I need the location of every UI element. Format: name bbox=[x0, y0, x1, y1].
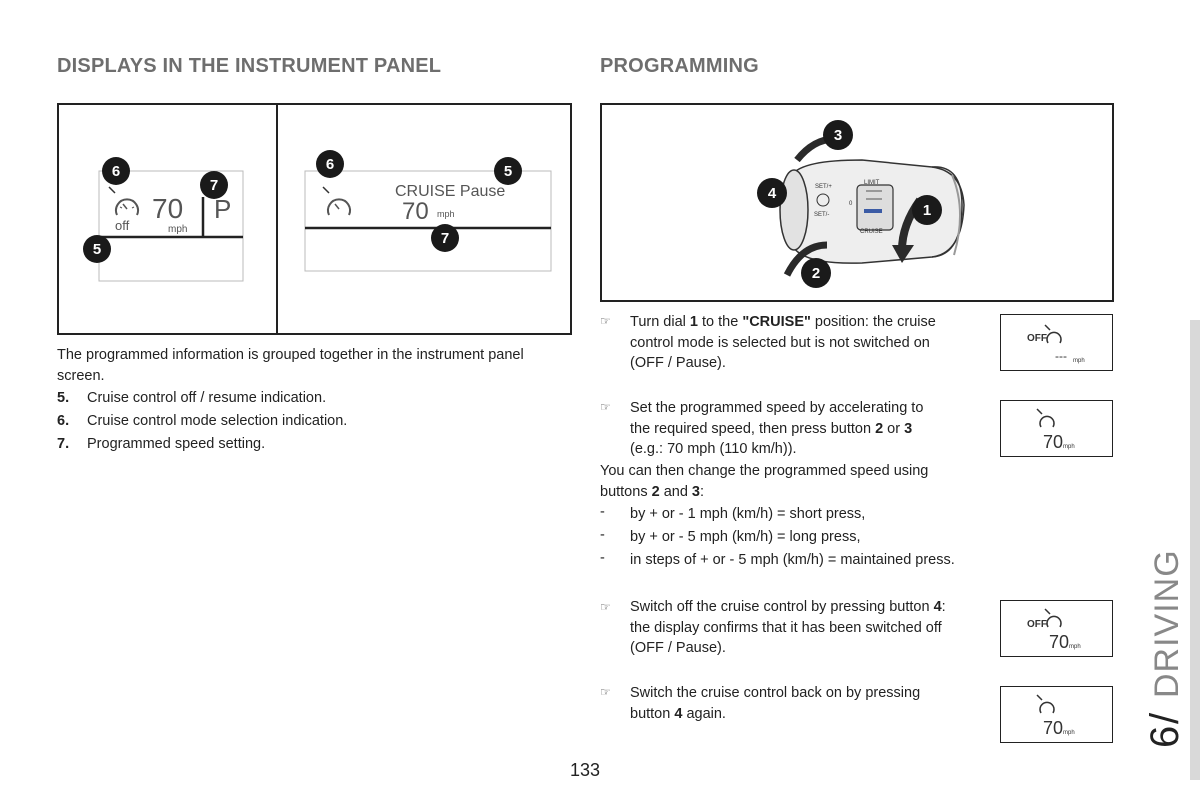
speed-value: 70 bbox=[402, 198, 429, 225]
lcd-display-70-resumed: 70 mph bbox=[1000, 686, 1113, 743]
section-label: 6 / DRIVING bbox=[1143, 550, 1187, 748]
dash-marker: - bbox=[600, 504, 605, 520]
svg-text:70: 70 bbox=[1049, 632, 1069, 652]
step-1-text: Turn dial 1 to the "CRUISE" position: th… bbox=[630, 314, 936, 371]
section-number: 6 bbox=[1143, 726, 1187, 748]
badge-7-a: 7 bbox=[200, 171, 228, 199]
svg-text:OFF: OFF bbox=[1027, 333, 1047, 344]
svg-text:6: 6 bbox=[112, 163, 120, 180]
svg-text:5: 5 bbox=[93, 241, 101, 258]
cruise-stalk-illustration: SET/+ SET/- LIMIT CRUISE 0 3 4 1 2 bbox=[757, 120, 965, 288]
pointing-hand-icon: ☞ bbox=[600, 400, 611, 414]
speedometer-icon bbox=[115, 198, 139, 216]
badge-6-a: 6 bbox=[102, 157, 130, 185]
svg-text:mph: mph bbox=[1069, 644, 1081, 650]
pointing-hand-icon: ☞ bbox=[600, 685, 611, 699]
svg-text:3: 3 bbox=[834, 127, 842, 144]
svg-text:---: --- bbox=[1055, 349, 1067, 363]
svg-text:2: 2 bbox=[812, 265, 820, 282]
dash-marker: - bbox=[600, 527, 605, 543]
cruise-label: CRUISE bbox=[860, 229, 883, 235]
badge-1: 1 bbox=[912, 195, 942, 225]
badge-5-a: 5 bbox=[83, 235, 111, 263]
speed-value: 70 bbox=[152, 193, 183, 224]
svg-text:7: 7 bbox=[210, 177, 218, 194]
step-3-text: Switch off the cruise control by pressin… bbox=[630, 599, 946, 656]
off-label: off bbox=[115, 218, 130, 233]
svg-text:6: 6 bbox=[326, 156, 334, 173]
zero-label: 0 bbox=[849, 201, 853, 207]
badge-5-b: 5 bbox=[494, 157, 522, 185]
svg-text:7: 7 bbox=[441, 230, 449, 247]
page-number: 133 bbox=[570, 760, 601, 780]
list-item: 6.Cruise control mode selection indicati… bbox=[57, 413, 348, 429]
svg-text:OFF: OFF bbox=[1027, 619, 1047, 630]
limit-label: LIMIT bbox=[864, 180, 880, 186]
svg-text:1: 1 bbox=[923, 202, 931, 219]
section-slash: / bbox=[1143, 712, 1187, 724]
section-edge-tab bbox=[1190, 320, 1200, 780]
dash-item: by + or - 5 mph (km/h) = long press, bbox=[630, 529, 861, 545]
change-speed-paragraph: You can then change the programmed speed… bbox=[600, 463, 929, 500]
list-item: 5.Cruise control off / resume indication… bbox=[57, 390, 327, 406]
svg-text:mph: mph bbox=[1073, 358, 1085, 364]
svg-text:5: 5 bbox=[504, 163, 512, 180]
step-2-text: Set the programmed speed by accelerating… bbox=[630, 400, 924, 457]
svg-text:70: 70 bbox=[1043, 718, 1063, 738]
set-plus-label: SET/+ bbox=[815, 184, 832, 190]
speedometer-icon bbox=[327, 198, 351, 216]
gear-indicator: P bbox=[214, 194, 231, 224]
dash-marker: - bbox=[600, 550, 605, 566]
pointing-hand-icon: ☞ bbox=[600, 600, 611, 614]
badge-7-b: 7 bbox=[431, 224, 459, 252]
dash-item: in steps of + or - 5 mph (km/h) = mainta… bbox=[630, 552, 955, 568]
cruise-status: CRUISE Pause bbox=[395, 183, 505, 200]
pointing-hand-icon: ☞ bbox=[600, 314, 611, 328]
lcd-illustration: 70 mph bbox=[1036, 694, 1075, 738]
svg-text:70: 70 bbox=[1043, 432, 1063, 452]
instrument-panel-figure: off 70 mph P 6 7 5 CRUISE Pause 70 mph 6… bbox=[57, 103, 572, 335]
lcd-illustration: 70 mph bbox=[1036, 408, 1075, 452]
instrument-panel-illustration: off 70 mph P 6 7 5 CRUISE Pause 70 mph 6… bbox=[83, 105, 552, 333]
intro-paragraph: The programmed information is grouped to… bbox=[57, 347, 524, 384]
right-heading: PROGRAMMING bbox=[600, 55, 759, 77]
lcd-display-off-pause: OFF --- mph bbox=[1000, 314, 1113, 371]
left-heading: DISPLAYS IN THE INSTRUMENT PANEL bbox=[57, 55, 442, 77]
badge-4: 4 bbox=[757, 178, 787, 208]
set-minus-label: SET/- bbox=[814, 212, 829, 218]
svg-text:mph: mph bbox=[1063, 444, 1075, 450]
step-4-text: Switch the cruise control back on by pre… bbox=[630, 685, 921, 722]
lcd-display-70-active: 70 mph bbox=[1000, 400, 1113, 457]
lcd-illustration: OFF 70 mph bbox=[1027, 608, 1081, 652]
svg-text:mph: mph bbox=[1063, 730, 1075, 736]
section-title: DRIVING bbox=[1148, 550, 1186, 698]
lcd-illustration: OFF --- mph bbox=[1027, 324, 1085, 364]
badge-3: 3 bbox=[823, 120, 853, 150]
badge-6-b: 6 bbox=[316, 150, 344, 178]
cruise-stalk-figure: SET/+ SET/- LIMIT CRUISE 0 3 4 1 2 bbox=[600, 103, 1114, 302]
lcd-display-off-70: OFF 70 mph bbox=[1000, 600, 1113, 657]
svg-text:4: 4 bbox=[768, 185, 777, 202]
badge-2: 2 bbox=[801, 258, 831, 288]
dash-item: by + or - 1 mph (km/h) = short press, bbox=[630, 506, 866, 522]
speed-unit: mph bbox=[168, 224, 187, 235]
speed-unit: mph bbox=[437, 209, 455, 219]
list-item: 7.Programmed speed setting. bbox=[57, 436, 266, 452]
